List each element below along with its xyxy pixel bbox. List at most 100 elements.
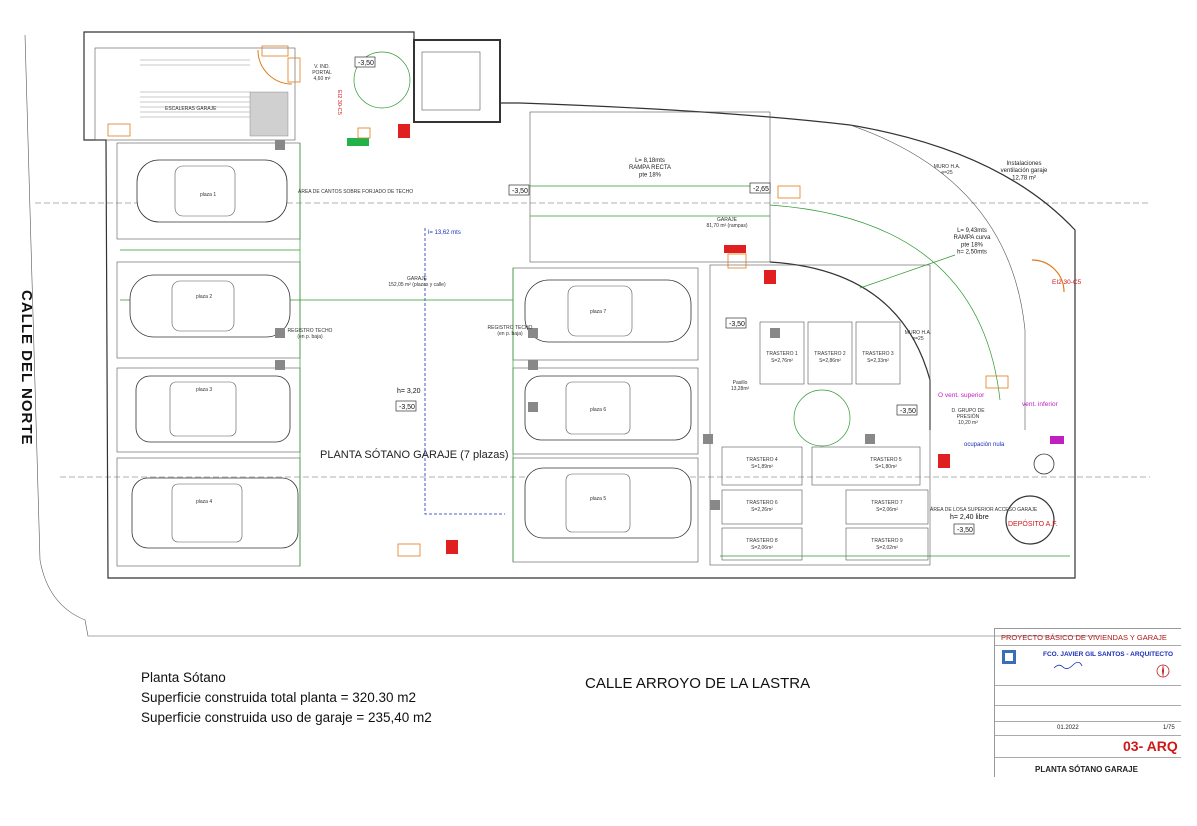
svg-text:-3,50: -3,50: [358, 60, 374, 67]
svg-text:-3,50: -3,50: [512, 188, 528, 195]
pump-icon: [1033, 453, 1055, 475]
car-4: [131, 477, 299, 549]
storage-area: S=2,33m²: [867, 358, 889, 364]
vent-upper-label: O vent. superior: [938, 392, 985, 399]
level-marker: -3,50: [508, 184, 530, 196]
parking-place-label: plaza 5: [590, 496, 606, 502]
architect-name: FCO. JAVIER GIL SANTOS - ARQUITECTO: [1043, 651, 1174, 658]
wall-label: MURO H.A.e=25: [905, 330, 931, 342]
fire-door-swing: [257, 49, 293, 85]
height-label: h= 3,20: [397, 388, 421, 395]
storage-label: TRASTERO 7: [871, 500, 903, 506]
storage-area: S=2,86m²: [819, 358, 841, 364]
storage-label: TRASTERO 9: [871, 538, 903, 544]
parking-place-label: plaza 4: [196, 499, 212, 505]
stairwell: [94, 47, 296, 141]
storage-area: S=2,02m²: [876, 545, 898, 551]
divider: [995, 705, 1181, 706]
parking-place-label: plaza 3: [196, 387, 212, 393]
storage-7: [845, 489, 929, 525]
project-title: PROYECTO BÁSICO DE VIVIENDAS Y GARAJE: [1001, 633, 1167, 642]
car-2: [129, 274, 291, 338]
storage-8: [721, 527, 803, 561]
parking-place-label: plaza 7: [590, 309, 606, 315]
street-bottom-label: CALLE ARROYO DE LA LASTRA: [585, 675, 810, 692]
fire-door-label: EI2 30-C5: [336, 90, 342, 115]
storage-block: [709, 264, 931, 566]
water-tank-icon: [1005, 495, 1055, 545]
wall-label: MURO H.A.e=25: [934, 164, 960, 176]
svg-text:-3,50: -3,50: [957, 527, 973, 534]
svg-text:-2,65: -2,65: [753, 186, 769, 193]
water-tank-label: DEPÓSITO A.F.: [1008, 519, 1058, 528]
alarm-panel-icon: [724, 245, 746, 253]
passage-turning-circle: [793, 389, 851, 447]
divider: [995, 721, 1181, 722]
storage-area: S=2,06m²: [876, 507, 898, 513]
sheet-name: PLANTA SÓTANO GARAJE: [1035, 765, 1138, 774]
parking-place-label: plaza 1: [200, 192, 216, 198]
level-marker: -3,50: [354, 56, 376, 68]
svg-text:-3,50: -3,50: [900, 408, 916, 415]
notes-total-surface: Superficie construida total planta = 320…: [141, 690, 417, 705]
storage-5: [811, 446, 921, 486]
level-marker: -3,50: [953, 523, 975, 535]
level-marker: -3,50: [395, 400, 417, 412]
ramp-area: [529, 111, 771, 263]
street-left-label: CALLE DEL NORTE: [18, 290, 35, 446]
divider: [995, 645, 1181, 646]
car-7: [524, 279, 692, 343]
stair-landing: [249, 91, 289, 137]
storage-label: TRASTERO 8: [746, 538, 778, 544]
car-6: [524, 375, 692, 441]
sheet-date: 01.2022: [1057, 725, 1079, 731]
vent-lower-label: vent. inferior: [1022, 401, 1059, 408]
storage-area: S=1,89m²: [751, 464, 773, 470]
stairs-label: ESCALERAS GARAJE: [165, 106, 217, 112]
storage-area: S=2,06m²: [751, 545, 773, 551]
storage-area: S=2,26m²: [751, 507, 773, 513]
storage-3: [855, 321, 901, 385]
fire-door-swing: [1031, 259, 1065, 293]
svg-text:-3,50: -3,50: [729, 321, 745, 328]
fire-extinguisher-icon: [398, 124, 950, 554]
fire-door-label: EI2 30-C5: [1052, 279, 1082, 286]
vent-marker-icon: [1050, 436, 1064, 444]
parking-labels: plaza 1 plaza 2 plaza 3 plaza 4 plaza 5 …: [196, 192, 606, 505]
architect-logo-icon: [1002, 650, 1016, 664]
sheet-number: 03- ARQ: [1123, 738, 1178, 754]
svg-text:-3,50: -3,50: [399, 404, 415, 411]
height-label: h= 2,40 libre: [950, 514, 989, 521]
divider: [995, 757, 1181, 758]
storage-label: TRASTERO 1: [766, 351, 798, 357]
storage-label: TRASTERO 6: [746, 500, 778, 506]
evacuation-route: [424, 228, 505, 515]
dimension-line: [859, 254, 956, 289]
storage-9: [845, 527, 929, 561]
street-curb-outline: [24, 34, 1100, 637]
curved-ramp-outer: [849, 124, 1026, 430]
stair-treads: [140, 59, 250, 118]
storage-label: TRASTERO 3: [862, 351, 894, 357]
level-marker: -2,65: [749, 182, 771, 194]
notes-garage-surface: Superficie construida uso de garaje = 23…: [141, 710, 432, 725]
storage-6: [721, 489, 803, 525]
divider: [995, 685, 1181, 686]
curved-ramp-dimension: [769, 204, 1001, 401]
storage-area: S=2,76m²: [771, 358, 793, 364]
plan-label: PLANTA SÓTANO GARAJE (7 plazas): [320, 448, 508, 461]
architect-signature: [1053, 662, 1083, 669]
occupation-label: ocupación nula: [964, 442, 1005, 448]
storage-label: TRASTERO 2: [814, 351, 846, 357]
ceiling-note: ÁREA DE CANTOS SOBRE FORJADO DE TECHO: [298, 188, 413, 195]
level-marker: -3,50: [725, 317, 747, 329]
storage-labels: TRASTERO 1 S=2,76m² TRASTERO 2 S=2,86m² …: [746, 351, 903, 551]
storage-label: TRASTERO 5: [870, 457, 902, 463]
